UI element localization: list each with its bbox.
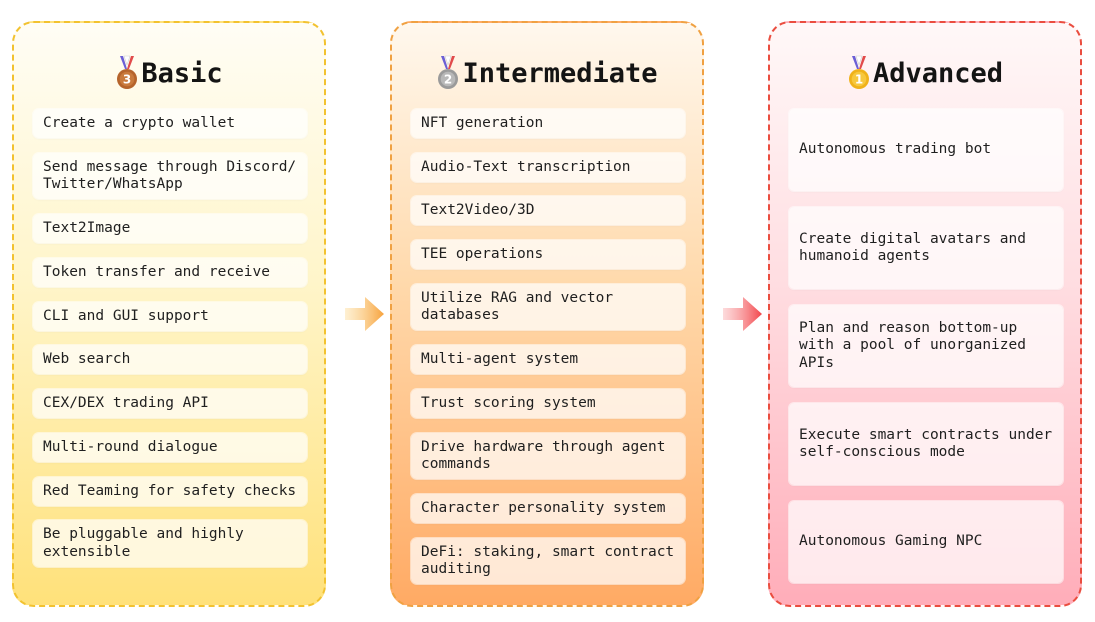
list-item: DeFi: staking, smart contract auditing xyxy=(411,538,685,584)
list-item: Multi-round dialogue xyxy=(33,433,307,462)
list-item: Text2Image xyxy=(33,214,307,243)
medal-number: 3 xyxy=(123,73,131,87)
column-title: Advanced xyxy=(872,57,1004,89)
list-item: NFT generation xyxy=(411,109,685,138)
column-title: Intermediate xyxy=(462,57,658,89)
list-item: Autonomous Gaming NPC xyxy=(789,501,1063,583)
advanced-column: 1 Advanced Autonomous trading bot Create… xyxy=(768,21,1082,607)
list-item: Text2Video/3D xyxy=(411,196,685,225)
list-item: Red Teaming for safety checks xyxy=(33,477,307,506)
list-item: Web search xyxy=(33,345,307,374)
list-item: Character personality system xyxy=(411,494,685,523)
intermediate-column: 2 Intermediate NFT generation Audio-Text… xyxy=(390,21,704,607)
medal-gold-icon: 1 xyxy=(848,55,869,89)
basic-header: 3 Basic xyxy=(14,53,324,93)
basic-column: 3 Basic Create a crypto wallet Send mess… xyxy=(12,21,326,607)
list-item: TEE operations xyxy=(411,240,685,269)
list-item: Audio-Text transcription xyxy=(411,153,685,182)
list-item: Utilize RAG and vector databases xyxy=(411,284,685,330)
list-item: CLI and GUI support xyxy=(33,302,307,331)
list-item: Autonomous trading bot xyxy=(789,109,1063,191)
advanced-header: 1 Advanced xyxy=(770,53,1080,93)
list-item: Token transfer and receive xyxy=(33,258,307,287)
list-item: Plan and reason bottom-up with a pool of… xyxy=(789,305,1063,387)
medal-silver-icon: 2 xyxy=(438,55,459,89)
column-title: Basic xyxy=(141,57,223,89)
arrow-right-icon xyxy=(723,297,762,331)
list-item: Drive hardware through agent commands xyxy=(411,433,685,479)
medal-number: 1 xyxy=(855,73,863,87)
list-item: CEX/DEX trading API xyxy=(33,389,307,418)
arrow-right-icon xyxy=(345,297,384,331)
list-item: Create a crypto wallet xyxy=(33,109,307,138)
medal-number: 2 xyxy=(444,73,452,87)
list-item: Be pluggable and highly extensible xyxy=(33,520,307,567)
list-item: Multi-agent system xyxy=(411,345,685,374)
list-item: Create digital avatars and humanoid agen… xyxy=(789,207,1063,289)
list-item: Trust scoring system xyxy=(411,389,685,418)
medal-bronze-icon: 3 xyxy=(117,55,138,89)
intermediate-header: 2 Intermediate xyxy=(392,53,702,93)
list-item: Execute smart contracts under self-consc… xyxy=(789,403,1063,485)
list-item: Send message through Discord/ Twitter/Wh… xyxy=(33,153,307,199)
